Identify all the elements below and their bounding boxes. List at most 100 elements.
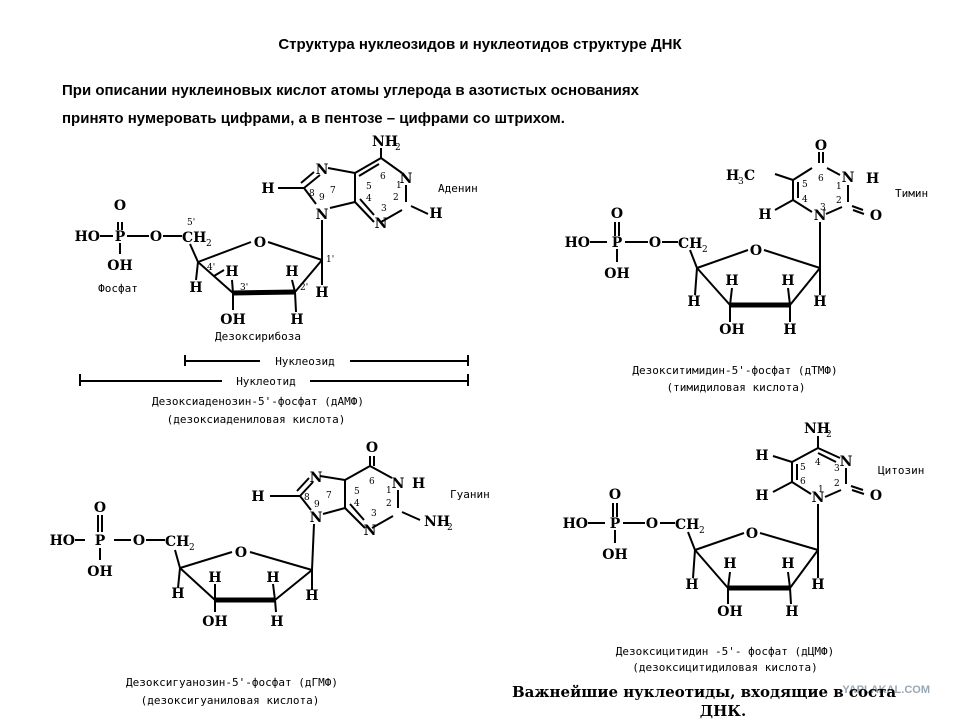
dtmp-o-double: O: [611, 206, 623, 222]
dtmp-ch-sub: 2: [702, 245, 708, 255]
watermark: YAPLAKAL.COM: [842, 684, 930, 696]
dtmp-o-4: O: [815, 138, 827, 154]
footer-line-1: Важнейшие нуклеотиды, входящие в соста: [512, 683, 896, 701]
damp-bonds: [100, 148, 429, 313]
dcmp-h-2down: H: [785, 604, 798, 620]
dgmp-structure: O HO P O OH CH 2 O H H H H OH H N N H N …: [50, 440, 490, 707]
dgmp-n7: N: [310, 470, 323, 486]
dtmp-h-3up: H: [725, 273, 738, 289]
dcmp-h-1: H: [811, 577, 824, 593]
dgmp-num-7: 7: [326, 491, 332, 501]
dgmp-ch-sub: 2: [189, 543, 195, 553]
damp-h-3up: H: [225, 264, 238, 280]
dgmp-oh: OH: [87, 564, 112, 580]
dgmp-bonds: [75, 456, 421, 613]
dcmp-caption-1: Дезоксицитидин -5'- фосфат (дЦМФ): [616, 645, 835, 658]
dtmp-num-2: 2: [836, 196, 842, 206]
dtmp-h-6: H: [758, 207, 771, 223]
dgmp-h-4: H: [171, 586, 184, 602]
dtmp-bonds: [590, 152, 865, 322]
dgmp-n1: N: [392, 476, 405, 492]
dtmp-o-ester: O: [649, 235, 661, 251]
dtmp-h-3: H: [866, 171, 879, 187]
dcmp-h-3up: H: [723, 556, 736, 572]
damp-3prime: 3': [240, 283, 248, 293]
dcmp-base-name: Цитозин: [878, 464, 924, 477]
nucleoside-label: Нуклеозид: [275, 355, 335, 368]
dtmp-num-6: 6: [818, 174, 824, 184]
dtmp-oh-3: OH: [719, 322, 744, 338]
dtmp-n1: N: [814, 208, 827, 224]
footer-line-2: ДНК.: [700, 702, 746, 720]
dtmp-h3c-c: C: [744, 168, 755, 184]
dtmp-structure: O HO P O OH CH 2 O H H H H OH H N N H O …: [565, 138, 929, 394]
dcmp-num-1: 1: [818, 485, 824, 495]
damp-num-3: 3: [381, 204, 387, 214]
dgmp-h-2down: H: [270, 614, 283, 630]
damp-base-name: Аденин: [438, 182, 478, 195]
dcmp-p: P: [610, 516, 621, 532]
dtmp-ho: HO: [565, 235, 590, 251]
damp-2prime: 2': [300, 283, 308, 293]
damp-num-4: 4: [366, 194, 372, 204]
dtmp-ch: CH: [678, 236, 702, 252]
dtmp-h-4: H: [687, 294, 700, 310]
dcmp-n1: N: [812, 490, 825, 506]
dgmp-num-3: 3: [371, 509, 377, 519]
dgmp-num-9: 9: [314, 500, 320, 510]
dgmp-h-8: H: [251, 489, 264, 505]
dgmp-ring-o: O: [235, 545, 247, 561]
dcmp-o-2: O: [870, 488, 882, 504]
damp-num-1: 1: [396, 181, 402, 191]
dgmp-o-6: O: [366, 440, 378, 456]
dcmp-ch-sub: 2: [699, 526, 705, 536]
damp-num-2: 2: [393, 193, 399, 203]
damp-h-8: H: [261, 181, 274, 197]
dgmp-h-2up: H: [266, 570, 279, 586]
dgmp-caption-2: (дезоксигуаниловая кислота): [141, 694, 320, 707]
intro-line-2: принято нумеровать цифрами, а в пентозе …: [62, 110, 565, 127]
intro-line-1: При описании нуклеиновых кислот атомы уг…: [62, 82, 639, 99]
dgmp-num-1: 1: [386, 486, 392, 496]
dtmp-oh: OH: [604, 266, 629, 282]
damp-h-2up: H: [285, 264, 298, 280]
dcmp-structure: O HO P O OH CH 2 O H H H H OH H N N O NH…: [563, 421, 925, 674]
dtmp-o-2: O: [870, 208, 882, 224]
dcmp-h-4: H: [685, 577, 698, 593]
dtmp-num-3: 3: [820, 203, 826, 213]
damp-5prime: 5': [187, 218, 195, 228]
dgmp-num-4: 4: [354, 499, 360, 509]
dgmp-n9: N: [310, 510, 323, 526]
damp-h-2down: H: [290, 312, 303, 328]
dgmp-ch: CH: [165, 534, 189, 550]
damp-ch-sub: 2: [206, 239, 212, 249]
dcmp-o-double: O: [609, 487, 621, 503]
dcmp-oh-3: OH: [717, 604, 742, 620]
damp-num-5: 5: [366, 182, 372, 192]
dcmp-num-3: 3: [834, 464, 840, 474]
dtmp-num-1: 1: [836, 182, 842, 192]
dgmp-p: P: [95, 533, 106, 549]
dgmp-base-name: Гуанин: [450, 488, 490, 501]
dgmp-h-3up: H: [208, 570, 221, 586]
dtmp-p: P: [612, 235, 623, 251]
dcmp-h-5: H: [755, 448, 768, 464]
dtmp-caption-1: Дезокситимидин-5'-фосфат (дТМФ): [632, 364, 837, 377]
dtmp-ring-o: O: [750, 243, 762, 259]
dgmp-o-ester: O: [133, 533, 145, 549]
damp-o-double: O: [114, 198, 126, 214]
dgmp-nh2-sub: 2: [447, 523, 453, 533]
dgmp-num-5: 5: [354, 487, 360, 497]
dtmp-n3: N: [842, 170, 855, 186]
dcmp-oh: OH: [602, 547, 627, 563]
damp-oh-3: OH: [220, 312, 245, 328]
dcmp-ring-o: O: [746, 526, 758, 542]
dgmp-caption-1: Дезоксигуанозин-5'-фосфат (дГМФ): [126, 676, 338, 689]
dcmp-ch: CH: [675, 517, 699, 533]
dtmp-base-name: Тимин: [895, 187, 928, 200]
dgmp-num-2: 2: [386, 499, 392, 509]
damp-sugar-label: Дезоксирибоза: [215, 330, 301, 343]
dgmp-num-8: 8: [304, 493, 310, 503]
nucleotide-label: Нуклеотид: [236, 375, 296, 388]
